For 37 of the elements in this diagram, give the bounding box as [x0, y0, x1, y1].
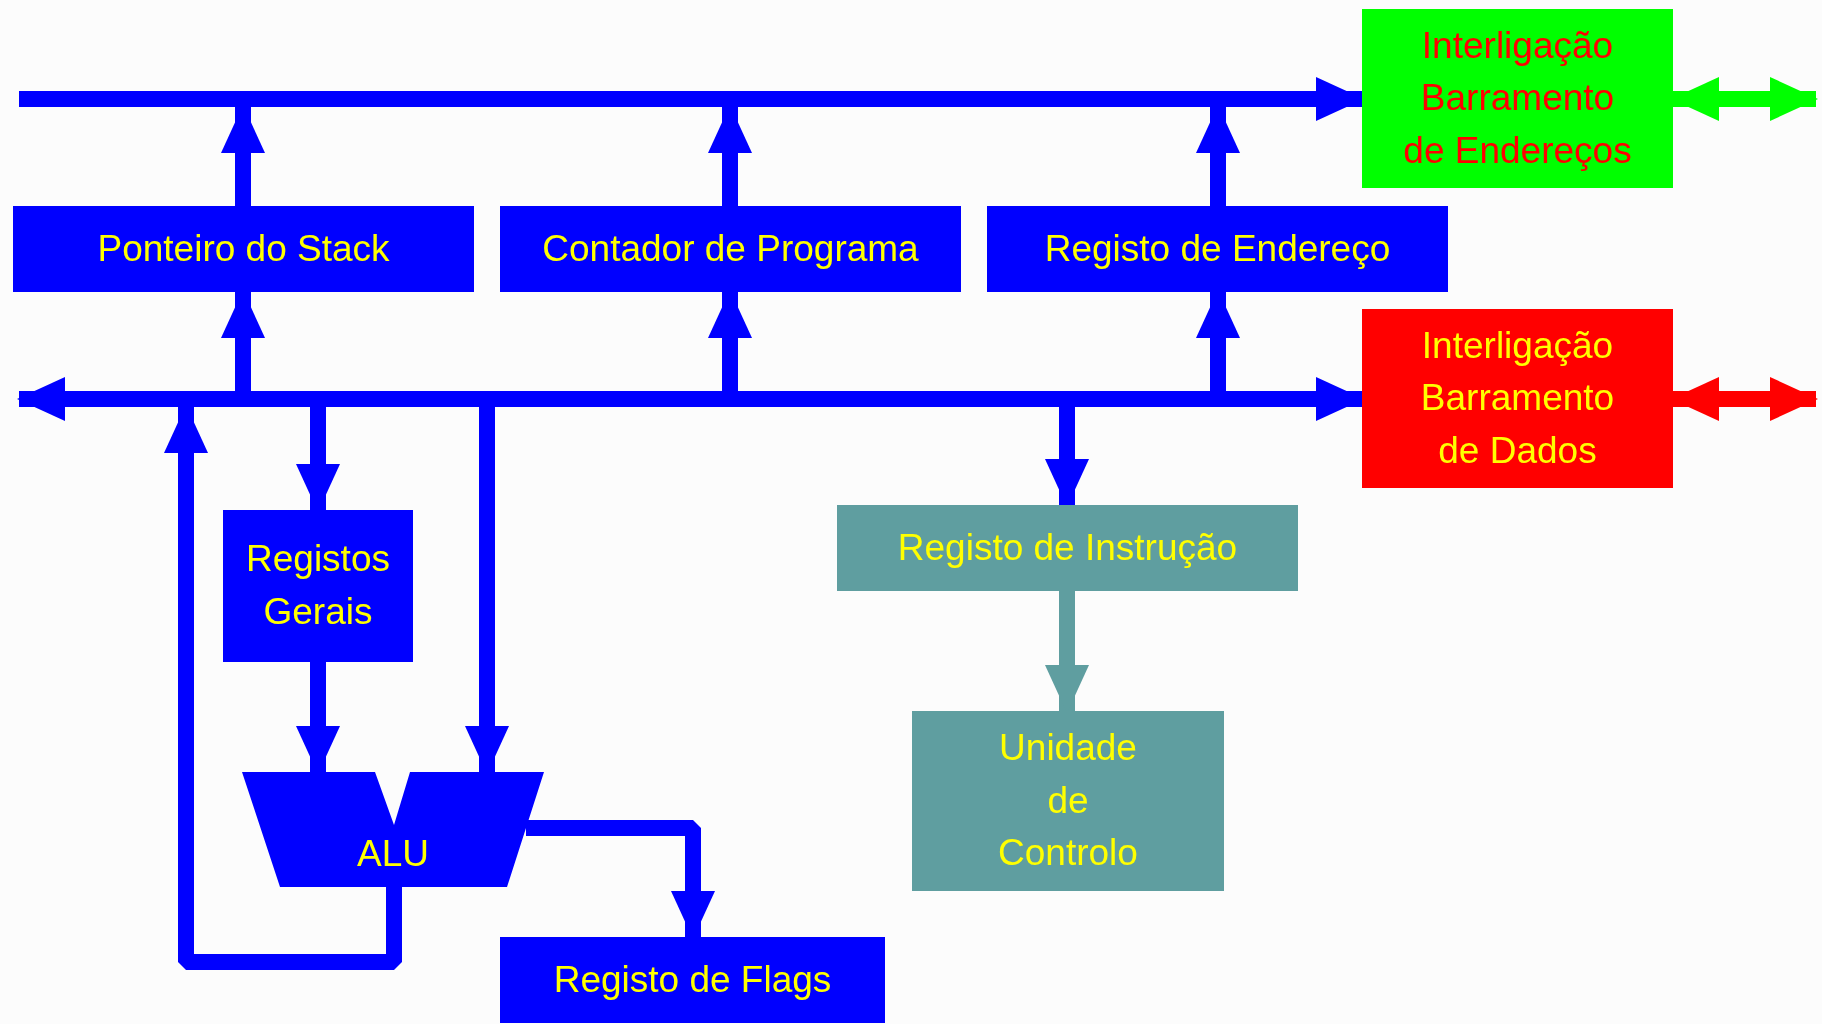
- arrow: [164, 405, 402, 970]
- interface-box: [1362, 9, 1673, 188]
- label: ALU: [357, 832, 429, 877]
- arrow: [296, 662, 340, 774]
- arrow: [296, 407, 340, 512]
- arrow: [1196, 105, 1240, 206]
- arrow: [1045, 591, 1089, 713]
- register-box: [500, 937, 885, 1023]
- label: Interligação Barramento de Dados: [1419, 323, 1616, 473]
- register-box: [13, 206, 474, 292]
- arrow: [1310, 377, 1364, 421]
- control-unit-box: [912, 711, 1224, 891]
- bus-bar: [19, 91, 1310, 107]
- arrow: [1196, 290, 1240, 391]
- alu-shape: [242, 772, 544, 887]
- arrow: [1045, 407, 1089, 507]
- arrow: [17, 377, 120, 421]
- label: Registo de Instrução: [897, 525, 1238, 570]
- arrow: [465, 407, 509, 774]
- label: Registo de Endereço: [1044, 226, 1391, 271]
- arrow: [708, 105, 752, 206]
- register-box: [837, 505, 1298, 591]
- label: Ponteiro do Stack: [97, 226, 390, 271]
- label: Unidade de Controlo: [997, 726, 1139, 876]
- label: Registos Gerais: [245, 537, 391, 634]
- register-box: [500, 206, 961, 292]
- register-box: [223, 510, 413, 662]
- label: Interligação Barramento de Endereços: [1402, 23, 1633, 173]
- arrow: [708, 290, 752, 391]
- arrow: [526, 820, 715, 939]
- interface-box: [1362, 309, 1673, 488]
- label: Registo de Flags: [553, 957, 832, 1002]
- arrow: [1310, 77, 1364, 121]
- register-box: [987, 206, 1448, 292]
- label: Contador de Programa: [542, 226, 919, 271]
- arrow: [221, 105, 265, 206]
- arrow: [221, 290, 265, 391]
